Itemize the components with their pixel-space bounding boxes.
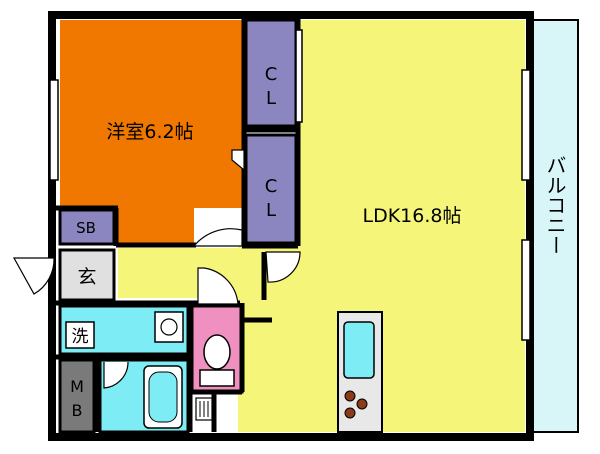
- shoe-box-label: SB: [76, 219, 96, 237]
- ldk-label: LDK16.8帖: [363, 205, 462, 227]
- stove-burner-1: [344, 390, 356, 402]
- bathtub-inner: [148, 371, 178, 423]
- closet-upper-label-l: L: [266, 88, 276, 109]
- door-swings: [12, 149, 301, 305]
- balcony: [529, 19, 579, 433]
- entrance: [58, 248, 116, 302]
- room-western-lower: [118, 205, 194, 243]
- closet-lower-label-l: L: [266, 200, 276, 221]
- room-western: [60, 20, 242, 208]
- wash-label-box: [65, 321, 95, 349]
- meter-box: [58, 358, 96, 434]
- toilet-bowl: [203, 334, 231, 370]
- bathroom-door-swing: [103, 361, 129, 389]
- balcony-label: バルコニー: [543, 155, 567, 255]
- hallway: [118, 248, 268, 298]
- shoe-box: [58, 208, 116, 246]
- washbasin-bowl: [160, 318, 178, 336]
- meter-box-label-b: B: [72, 401, 83, 420]
- stove-burner-3: [344, 407, 356, 419]
- entrance-label: 玄: [77, 266, 96, 288]
- windows: [49, 29, 531, 341]
- toilet-tank: [199, 369, 235, 387]
- stove-burner-2: [356, 398, 368, 410]
- washroom-label: 洗: [72, 327, 89, 347]
- western-room-label: 洋室6.2帖: [106, 121, 193, 143]
- closet-upper-label-c: C: [265, 64, 278, 85]
- meter-box-label-m: M: [70, 377, 84, 396]
- closet-lower-label-c: C: [265, 176, 278, 197]
- closet-lower: [244, 133, 298, 245]
- kitchen-sink: [343, 321, 375, 379]
